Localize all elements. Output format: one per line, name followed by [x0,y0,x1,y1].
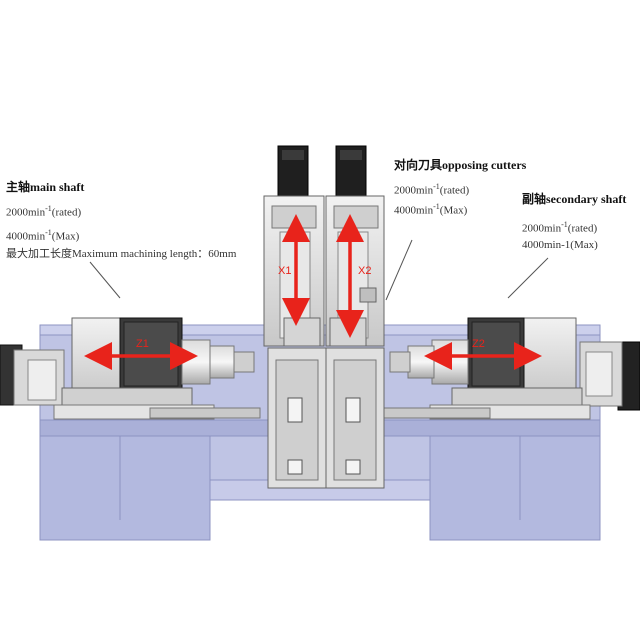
main-shaft-leader [89,261,121,299]
axis-labels: Z1 X1 X2 Z2 [136,265,485,350]
secondary-shaft-rated-value: 2000min [522,222,562,235]
main-shaft-title: 主轴main shaft [6,180,85,194]
opposing-cutters-assembly [263,145,385,489]
x1-label: X1 [278,265,291,277]
main-shaft-callout: 主轴main shaft 2000min-1(rated) 4000min-1(… [6,178,236,262]
opposing-cutters-rated: 2000min-1(rated) [394,179,526,199]
secondary-shaft-rated-exp: -1 [561,220,568,229]
secondary-shaft-leader [507,257,549,299]
opposing-cutters-title: 对向刀具opposing cutters [394,158,527,172]
main-shaft-rated-value: 2000min [6,206,46,219]
x2-label: X2 [358,265,371,277]
main-shaft-max-exp: -1 [45,227,52,237]
secondary-shaft-callout: 副轴secondary shaft 2000min-1(rated) 4000m… [522,190,626,253]
opposing-cutters-max-exp: -1 [433,201,440,211]
secondary-shaft-max: 4000min-1(Max) [522,238,598,251]
main-shaft-rated-exp: -1 [45,204,52,213]
z2-label: Z2 [472,338,485,350]
secondary-shaft-assembly [379,317,640,420]
secondary-shaft-rated: 2000min-1(rated) [522,217,626,237]
opposing-cutters-max-suffix: (Max) [439,204,468,217]
main-shaft-rated: 2000min-1(rated) [6,201,236,221]
motion-arrows [84,214,542,370]
opposing-cutters-callout: 对向刀具opposing cutters 2000min-1(rated) 40… [394,156,526,218]
opposing-cutters-max-value: 4000min [394,204,434,217]
main-shaft-length: 最大加工长度Maximum machining length：60mm [6,248,237,261]
opposing-cutters-rated-exp: -1 [433,182,440,191]
opposing-cutters-rated-suffix: (rated) [439,184,470,197]
secondary-shaft-title: 副轴secondary shaft [522,192,627,206]
opposing-cutters-leader [385,239,413,301]
opposing-cutters-rated-value: 2000min [394,184,434,197]
main-shaft-rated-suffix: (rated) [51,206,82,219]
main-shaft-max-value: 4000min [6,230,46,243]
z1-label: Z1 [136,338,149,350]
leader-lines [89,239,549,301]
main-shaft-max-suffix: (Max) [51,230,80,243]
secondary-shaft-rated-suffix: (rated) [567,222,598,235]
main-shaft-max: 4000min-1(Max) [6,225,236,245]
opposing-cutters-max: 4000min-1(Max) [394,199,526,219]
main-shaft-assembly [0,317,261,420]
